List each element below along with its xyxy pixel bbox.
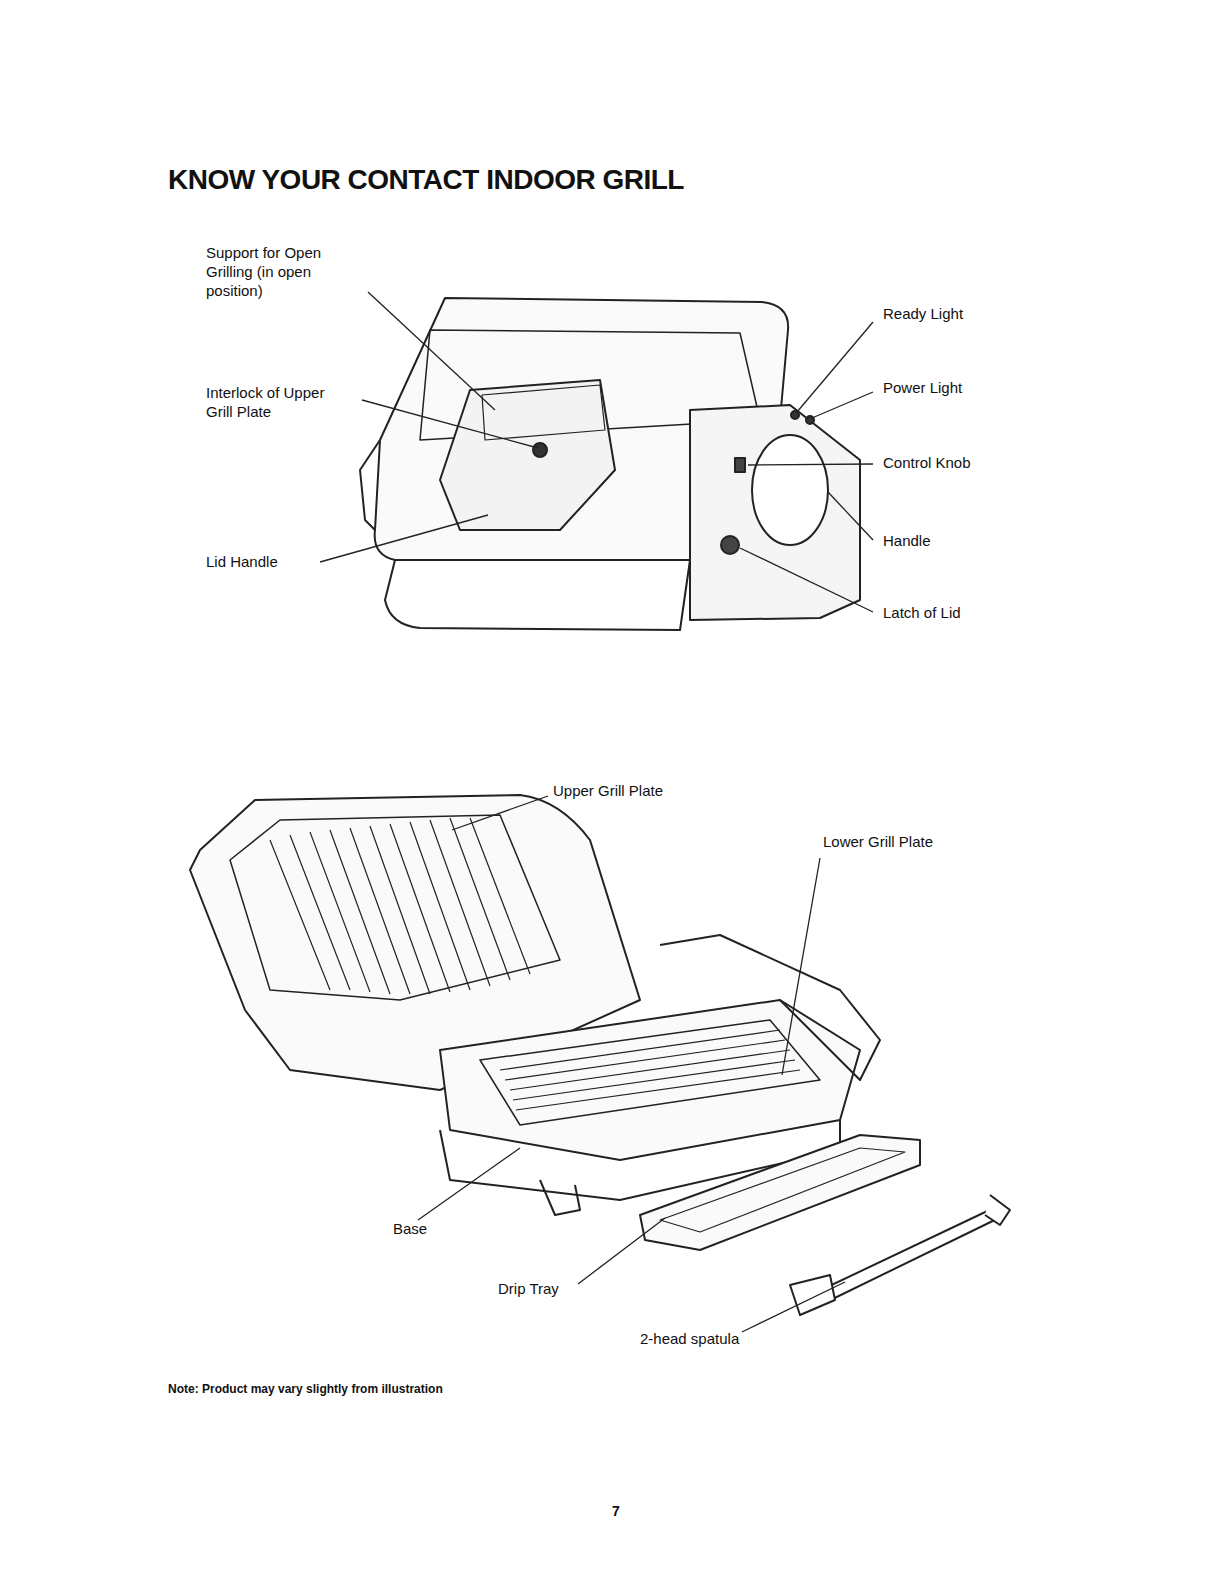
callout-label: Ready Light: [883, 305, 963, 324]
note-caption: Note: Product may vary slightly from ill…: [168, 1382, 443, 1397]
callout-label: Drip Tray: [498, 1280, 559, 1299]
page-title: KNOW YOUR CONTACT INDOOR GRILL: [168, 162, 684, 197]
callout-label: Latch of Lid: [883, 604, 961, 623]
callout-label: Interlock of Upper Grill Plate: [206, 384, 326, 422]
callout-label: Support for Open Grilling (in open posit…: [206, 244, 346, 300]
callout-label: Lid Handle: [206, 553, 278, 572]
callout-label: 2-head spatula: [640, 1330, 739, 1349]
page-number: 7: [612, 1503, 620, 1521]
callout-label: Lower Grill Plate: [823, 833, 933, 852]
callout-label: Base: [393, 1220, 427, 1239]
callout-label: Power Light: [883, 379, 962, 398]
callout-label: Upper Grill Plate: [553, 782, 663, 801]
callout-label: Handle: [883, 532, 931, 551]
callout-label: Control Knob: [883, 454, 971, 473]
